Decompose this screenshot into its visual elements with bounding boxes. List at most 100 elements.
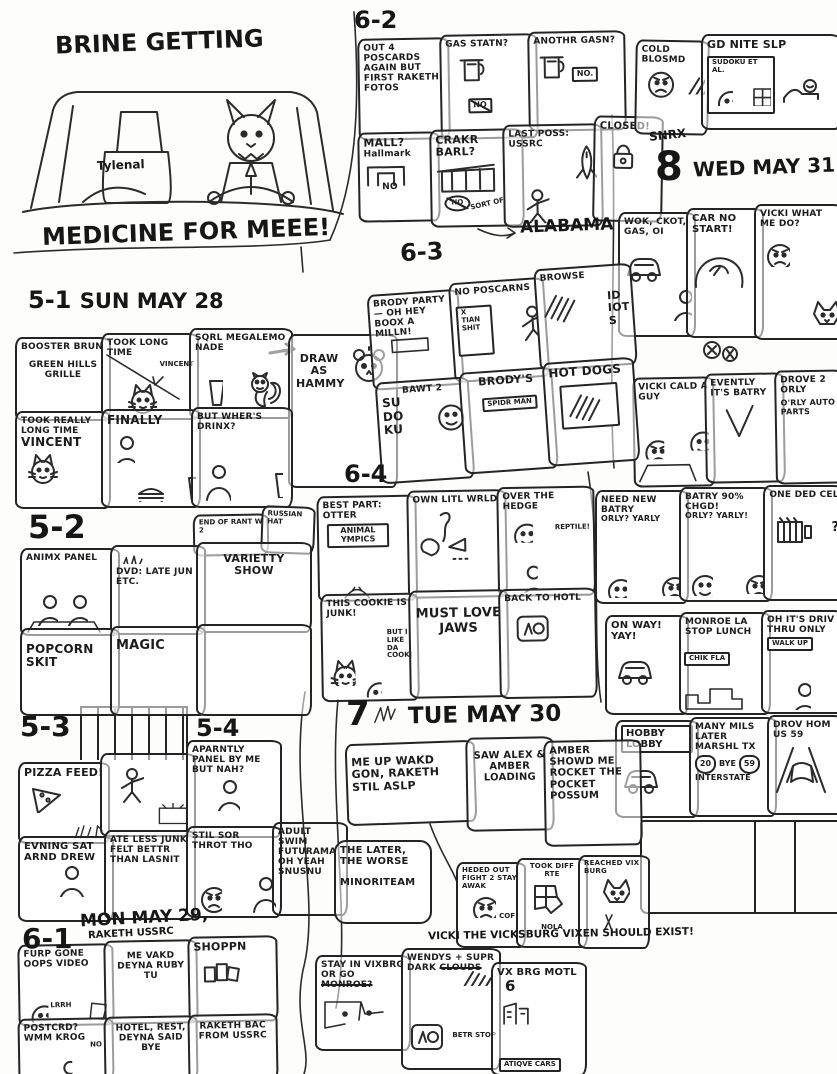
empty-panels-strip bbox=[640, 820, 837, 914]
question-mark: ? bbox=[831, 520, 837, 536]
panel-7-8: WENDYS + SUPR DARK CLOUDS BETR STOP bbox=[401, 948, 501, 1070]
panel-caption: ME UP WAKD GON, RAKETH STIL ASLP bbox=[351, 753, 440, 794]
panel-caption: CAR NO START! bbox=[692, 213, 737, 236]
panel-6-4-5: MUST LOVE JAWS bbox=[408, 589, 510, 699]
panel-caption: VARIETTY SHOW bbox=[223, 552, 285, 578]
day-8-number: 8 bbox=[655, 144, 683, 190]
panel-5-3-3: EVNING SAT ARND DREW bbox=[18, 836, 114, 922]
panel-caption: GD NITE SLP bbox=[707, 38, 787, 51]
panel-caption: STIL SOR THROT THO bbox=[192, 831, 253, 852]
monroe-crossed: MONROE? bbox=[321, 980, 373, 991]
panel-8-need-new-batry: NEED NEW BATRY ORLY? YARLY bbox=[595, 490, 689, 604]
panel-caption: ADULT SWIM FUTURAMA OH YEAH SNUSNU bbox=[278, 827, 337, 878]
panel-8-one-ded-cel: ONE DED CEL ? bbox=[763, 485, 837, 601]
note-text: END OF RANT W 2 bbox=[198, 517, 263, 535]
xtian-shit-sign: X TIAN SHIT bbox=[455, 304, 495, 357]
panel-caption: DVD: LATE JUN ETC. bbox=[116, 567, 193, 588]
panel-caption: THIS COOKIE IS JUNK! bbox=[326, 597, 408, 620]
section-6-4-header: 6-4 bbox=[344, 460, 388, 488]
lrrh-label: LRRH bbox=[50, 1001, 72, 1010]
section-7-number: 7 bbox=[346, 694, 370, 734]
panel-caption: SAW ALEX & AMBER LOADING bbox=[473, 749, 546, 784]
panel-6-4-4: THIS COOKIE IS JUNK! BUT I LIKE DA COOKI bbox=[320, 592, 420, 703]
panel-caption: DROVE 2 ORLY bbox=[780, 374, 826, 396]
panel-7-6: REACHED VIX BURG bbox=[578, 855, 650, 949]
vincent-label-2: VINCENT bbox=[21, 435, 82, 450]
panel-5-1-6: BUT WHER'S DRINX? bbox=[191, 407, 293, 508]
sort-of-note: SORT OF bbox=[469, 196, 505, 212]
inset-caption: SUDOKU ET AL. bbox=[712, 58, 758, 74]
minoriteam-label: MINORITEAM bbox=[340, 877, 416, 889]
section-6-2-header: 6-2 bbox=[354, 6, 398, 34]
panel-caption: BEST PART: OTTER bbox=[322, 500, 382, 522]
orly-yarly: ORLY? YARLY bbox=[601, 514, 661, 524]
panel-caption: BROWSE bbox=[539, 270, 586, 284]
panel-caption: BACK TO HOTL bbox=[504, 592, 582, 605]
panel-6-1-3: SHOPPN bbox=[187, 935, 279, 1023]
panel-8-car-no-start: CAR NO START! bbox=[686, 208, 764, 338]
section-5-1-date: SUN MAY 28 bbox=[79, 289, 224, 313]
note-text: RUSSIAN HAT bbox=[267, 509, 303, 526]
panel-caption: POPCORN SKIT bbox=[26, 642, 94, 670]
panel-5-1-5: FINALLY bbox=[101, 409, 201, 508]
panel-caption: ANOTHR GASN? bbox=[533, 35, 616, 47]
panel-6-1-1: FURP GONE OOPS VIDEO LRRH bbox=[17, 943, 115, 1027]
panel-caption: OH IT'S DRIV THRU ONLY bbox=[767, 615, 835, 636]
panel-6-3-6: HOT DOGS bbox=[541, 356, 641, 467]
panel-5-3-1: PIZZA FEED! bbox=[18, 762, 110, 844]
panel-6-1-5: HOTEL, REST, DEYNA SAID BYE bbox=[103, 1015, 199, 1074]
panel-7-9: VX BRG MOTL 6 ATIQVE CARS bbox=[491, 962, 587, 1074]
panel-caption: ONE DED CEL bbox=[769, 490, 837, 500]
spidr-man-sign: SPIDR MAN bbox=[481, 394, 538, 413]
panel-caption: PIZZA FEED! bbox=[24, 766, 104, 779]
panel-caption: EVNING SAT ARND DREW bbox=[24, 841, 96, 864]
panel-caption: BRODY'S bbox=[477, 371, 534, 389]
panel-caption: SQRL MEGALEMO NADE bbox=[195, 333, 286, 354]
reptile-label: REPTILE! bbox=[554, 522, 590, 532]
section-5-3-header: 5-3 bbox=[20, 710, 71, 743]
section-7-date: TUE MAY 30 bbox=[407, 700, 562, 730]
highway-shield-20: 20 bbox=[695, 755, 716, 775]
panel-caption: WOK, CKOT, GAS, OI bbox=[624, 217, 687, 238]
panel-divider bbox=[794, 822, 796, 912]
panel-5-2-4: POPCORN SKIT bbox=[20, 628, 120, 716]
section-5-1-number: 5-1 bbox=[28, 286, 72, 314]
panel-6-1-2: ME VAKD DEYNA RUBY TU bbox=[103, 939, 199, 1025]
panel-caption: BATRY 90% CHGD! bbox=[685, 492, 744, 513]
panel-6-2-1: OUT 4 POSCARDS AGAIN BUT FIRST RAKETH FO… bbox=[357, 37, 451, 141]
panel-5-2-3: VARIETTY SHOW bbox=[196, 542, 312, 633]
panel-6-2-4: MALL? Hallmark NO bbox=[357, 131, 441, 223]
panel-caption: BOOSTER BRUN bbox=[21, 342, 104, 352]
bye-label: BYE bbox=[719, 759, 736, 769]
panel-6-1-6: RAKETH BAC FROM USSRC bbox=[187, 1013, 279, 1074]
panel-6-4-1: BEST PART: OTTER ANIMAL YMPICS bbox=[316, 494, 419, 603]
panel-5-1-2: TOOK LONG TIME VINCENT bbox=[101, 333, 199, 420]
idiots-label: ID IOT S bbox=[606, 288, 630, 327]
no-sign: NO. bbox=[571, 66, 599, 83]
panel-6-4-6: BACK TO HOTL bbox=[497, 587, 598, 700]
no-label: NO bbox=[90, 1040, 102, 1049]
betr-stop-label: BETR STOP bbox=[452, 1031, 496, 1040]
panel-6-3-1: BRODY PARTY — OH HEY BOOX A MILLN! bbox=[366, 288, 465, 391]
panel-caption: TOOK DIFF RTE bbox=[529, 862, 575, 878]
panel-6-4-2: OWN LITL WRLD bbox=[406, 489, 509, 599]
orly-yarly-2: ORLY? YARLY! bbox=[685, 511, 749, 521]
panel-8-vicki-cald-a-guy: VICKI CALD A GUY bbox=[632, 376, 716, 488]
panel-divider bbox=[754, 822, 756, 912]
nola-label: NOLA bbox=[541, 922, 563, 931]
panel-caption: NEED NEW BATRY bbox=[601, 495, 657, 516]
panel-caption: APARNTLY PANEL BY ME BUT NAH? bbox=[192, 745, 261, 776]
chik-fla-sign: CHIK FLA bbox=[684, 652, 731, 666]
panel-caption: AMBER SHOWD ME ROCKET THE POCKET POSSUM bbox=[549, 745, 623, 802]
panel-7-7: STAY IN VIXBRG OR GO MONROE? bbox=[315, 955, 411, 1051]
panel-8-drove-2-orly: DROVE 2 ORLY O'RLY AUTO PARTS bbox=[774, 369, 837, 485]
panel-caption: OUT 4 POSCARDS AGAIN BUT FIRST RAKETH FO… bbox=[363, 43, 440, 95]
green-hills-grille: GREEN HILLS GRILLE bbox=[28, 360, 98, 381]
panel-caption: TOOK REALLY LONG TIME bbox=[21, 416, 92, 437]
panel-5-2-5: MAGIC bbox=[110, 626, 206, 716]
car-bottle-label: Tylenal bbox=[96, 157, 145, 173]
panel-5-2-2: DVD: LATE JUN ETC. bbox=[110, 545, 206, 635]
panel-caption: ANIMX PANEL bbox=[26, 553, 98, 563]
panel-caption: BRODY PARTY — OH HEY BOOX A MILLN! bbox=[372, 294, 446, 340]
panel-caption: DROV HOM US 59 bbox=[773, 720, 831, 741]
